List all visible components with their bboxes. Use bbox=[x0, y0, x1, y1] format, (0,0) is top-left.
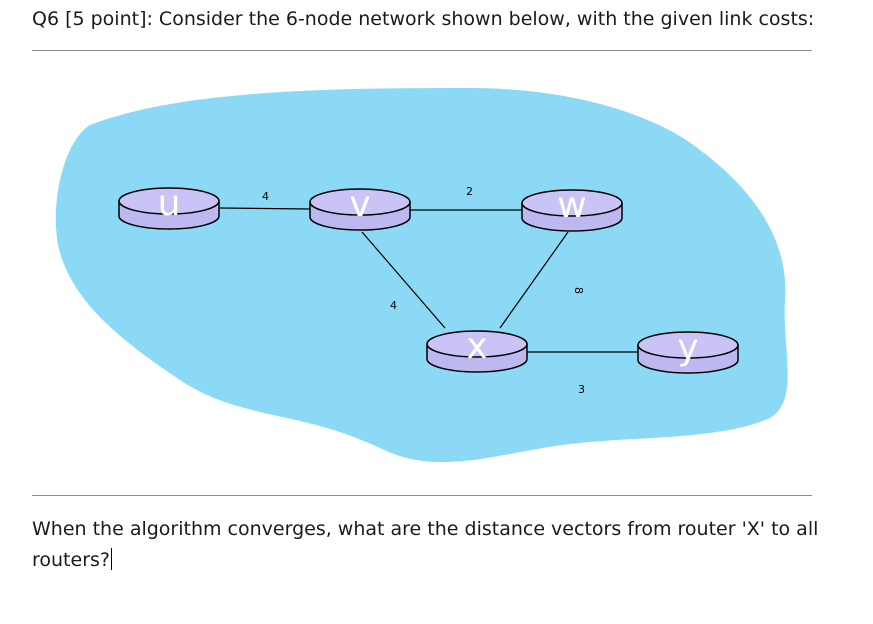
question-title: Q6 [5 point]: Consider the 6-node networ… bbox=[32, 8, 815, 30]
cost-v-x: 4 bbox=[390, 299, 397, 312]
router-x-label: x bbox=[466, 326, 487, 367]
routers: u v w x y bbox=[118, 183, 739, 374]
cost-u-v: 4 bbox=[262, 190, 269, 203]
router-u: u bbox=[118, 183, 220, 230]
question-body[interactable]: When the algorithm converges, what are t… bbox=[32, 514, 832, 576]
cost-w-x: 8 bbox=[572, 287, 585, 294]
network-cloud bbox=[55, 88, 788, 463]
cost-v-w: 2 bbox=[466, 185, 473, 198]
router-y: y bbox=[637, 327, 739, 374]
cost-x-y: 3 bbox=[578, 383, 585, 396]
router-x: x bbox=[426, 326, 528, 373]
text-cursor bbox=[111, 548, 112, 570]
link-w-x bbox=[499, 231, 569, 329]
link-costs: 4 2 4 8 3 bbox=[262, 185, 585, 396]
links bbox=[219, 207, 638, 353]
router-v: v bbox=[309, 184, 411, 231]
top-divider bbox=[32, 50, 812, 51]
bottom-divider bbox=[32, 495, 812, 496]
router-w-label: w bbox=[557, 185, 586, 226]
router-u-label: u bbox=[158, 183, 181, 224]
router-y-label: y bbox=[677, 327, 698, 368]
router-w: w bbox=[521, 185, 623, 232]
link-u-v bbox=[219, 207, 311, 210]
question-body-text: When the algorithm converges, what are t… bbox=[32, 518, 819, 571]
router-v-label: v bbox=[349, 184, 370, 225]
link-v-x bbox=[361, 231, 446, 329]
